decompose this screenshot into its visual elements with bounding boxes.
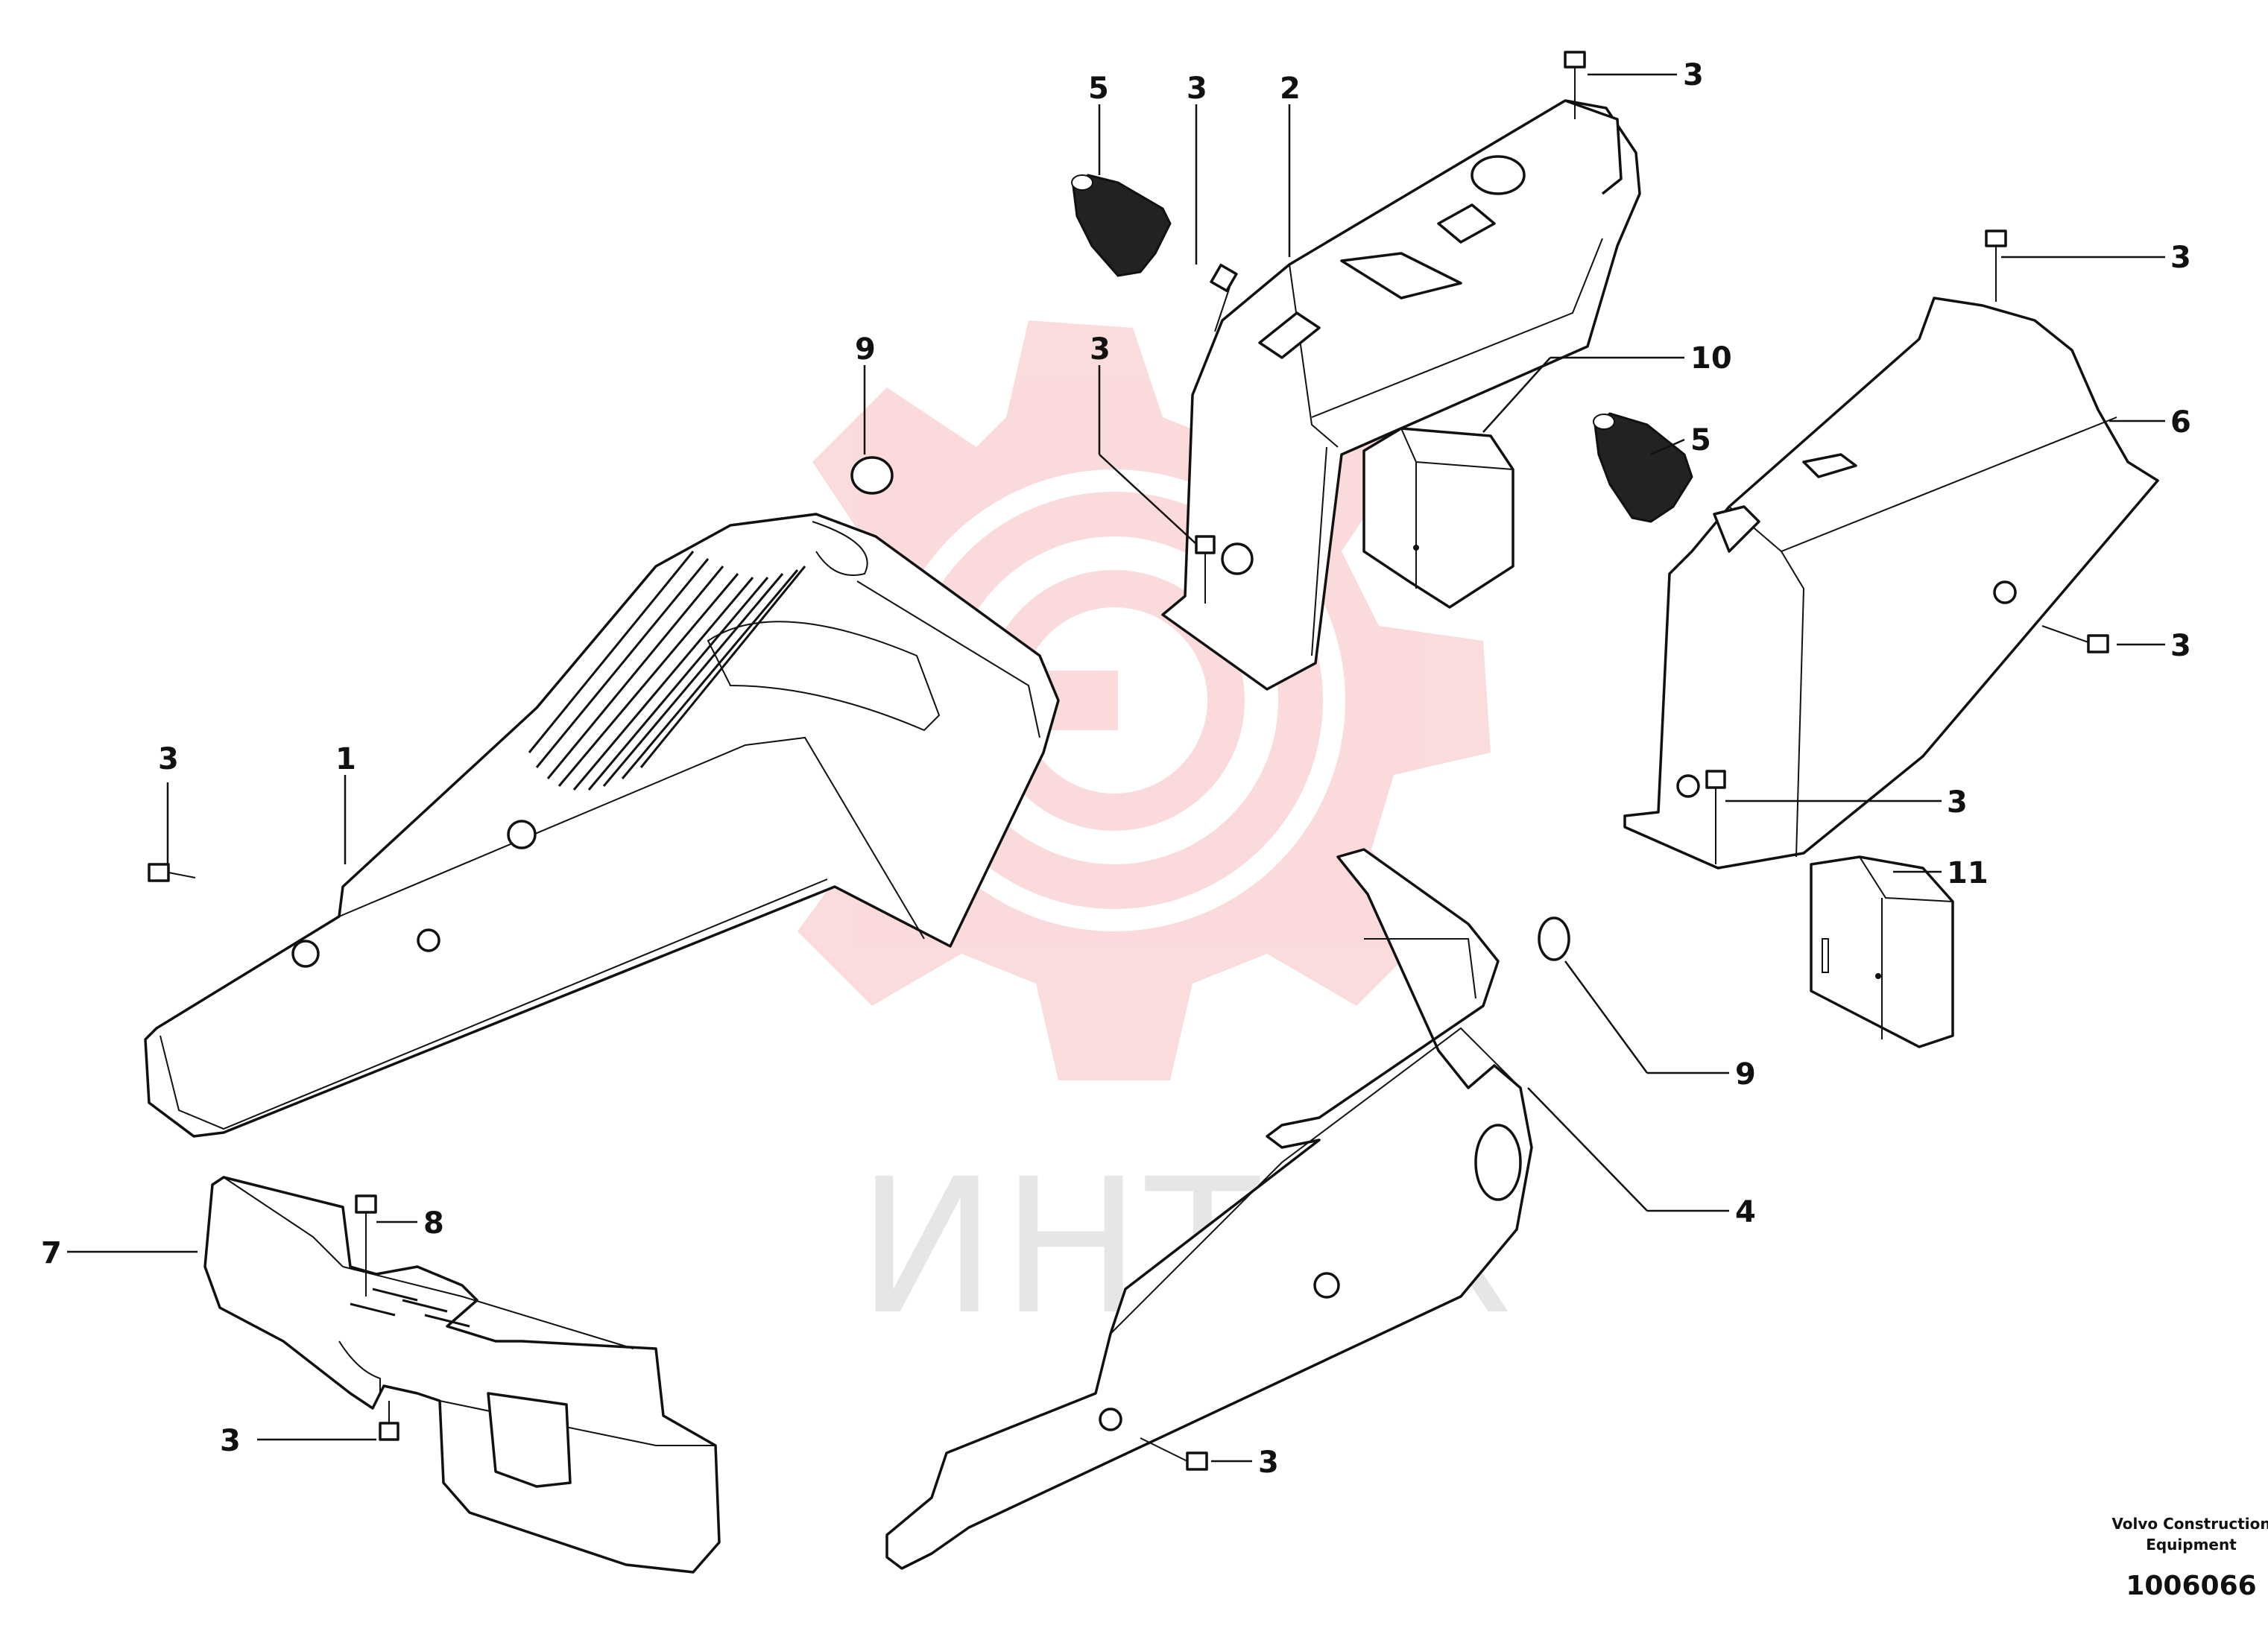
part-1-vent-grille	[528, 551, 806, 791]
callout-3: 3	[1683, 58, 1704, 92]
bolt-icon	[1705, 770, 1726, 864]
callout-3: 3	[220, 1424, 241, 1458]
callout-5: 5	[1088, 72, 1109, 106]
callout-3: 3	[158, 742, 179, 776]
callout-3: 3	[1090, 332, 1111, 367]
part-6-rear-cover	[1623, 297, 2159, 870]
publisher-line-2: Equipment	[2146, 1536, 2237, 1554]
callout-8: 8	[423, 1206, 444, 1241]
callout-5: 5	[1690, 423, 1711, 457]
bolt-icon	[1985, 229, 2007, 302]
callout-2: 2	[1280, 72, 1301, 106]
part-11-end-cap	[1810, 855, 1954, 1048]
callout-3: 3	[1258, 1446, 1279, 1480]
leader-lines	[67, 73, 2165, 1463]
bolt-icon	[355, 1194, 377, 1296]
bolt-icon	[1210, 263, 1238, 332]
callout-7: 7	[41, 1236, 62, 1270]
part-5-rubber-boot-upper	[1071, 174, 1172, 277]
callout-3: 3	[2170, 241, 2191, 275]
part-9-plug-lower	[1538, 916, 1570, 961]
callout-3: 3	[1947, 785, 1968, 820]
bolt-icon	[379, 1401, 399, 1441]
callout-labels: 5 3 2 3 9 3 10 3 6 5 3 3 1 3 11 9 4 7 8 …	[41, 58, 2191, 1480]
callout-3: 3	[2170, 629, 2191, 663]
callout-11: 11	[1947, 856, 1989, 890]
bolt-icon	[2041, 625, 2109, 653]
callout-1: 1	[335, 742, 356, 776]
callout-9: 9	[1735, 1057, 1756, 1092]
bolt-icon	[148, 863, 196, 882]
part-5-rubber-boot-right	[1593, 412, 1693, 523]
callout-6: 6	[2170, 405, 2191, 440]
part-7-teeth	[350, 1288, 470, 1328]
part-10-cover-block	[1362, 427, 1514, 609]
callout-10: 10	[1690, 341, 1732, 376]
bolt-icon	[1195, 535, 1216, 604]
part-2-console-cover	[1161, 99, 1641, 691]
part-1-side-cover	[144, 513, 1060, 1138]
bolt-icon	[1564, 51, 1586, 119]
part-4-front-cover	[885, 848, 1533, 1570]
document-number: 1006066	[2126, 1571, 2256, 1601]
callout-9: 9	[855, 332, 876, 367]
bolt-icon	[1140, 1437, 1208, 1471]
callout-4: 4	[1735, 1195, 1756, 1229]
callout-3: 3	[1187, 72, 1207, 106]
part-7-lower-panel	[203, 1176, 721, 1574]
publisher-line-1: Volvo Construction	[2111, 1515, 2268, 1533]
part-9-plug-upper	[850, 456, 894, 495]
